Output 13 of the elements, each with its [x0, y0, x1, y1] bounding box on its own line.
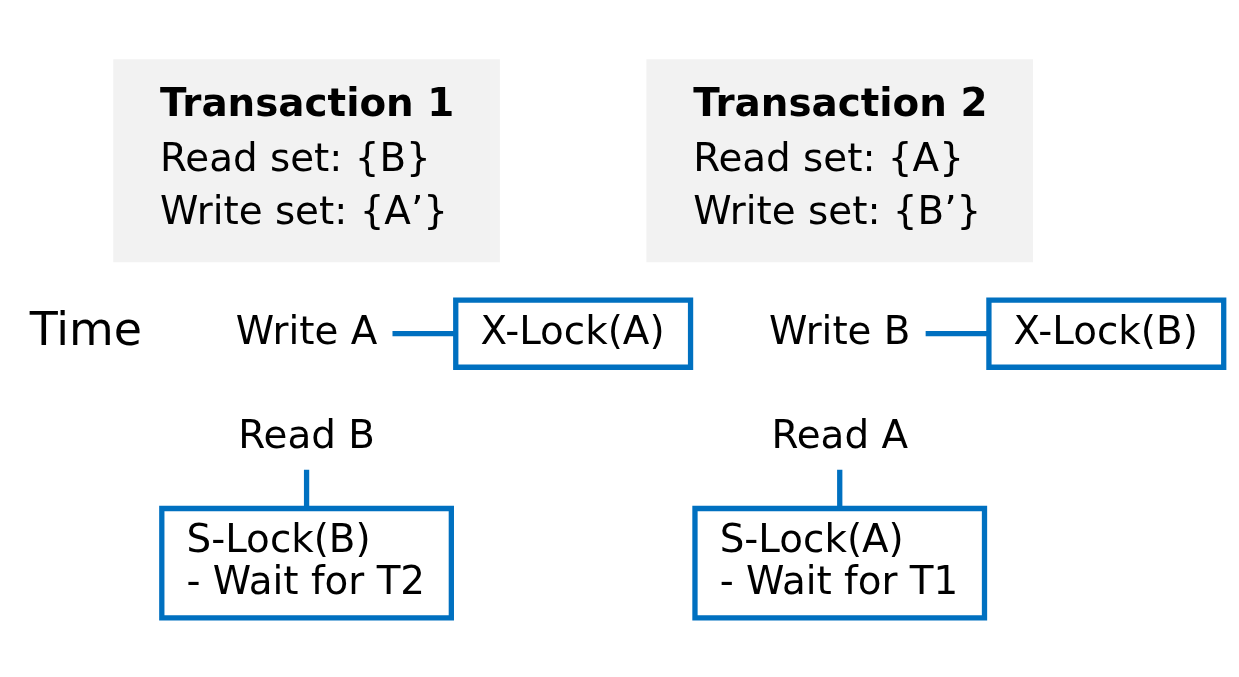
- node-box: S-Lock(A) - Wait for T1: [692, 505, 988, 621]
- node-box: X-Lock(A): [453, 297, 694, 370]
- node-box: X-Lock(B): [986, 297, 1227, 370]
- node-text: Read B: [238, 411, 375, 457]
- connector: [925, 330, 989, 336]
- node-text: Write A: [235, 307, 378, 353]
- node-text: Read A: [771, 411, 908, 457]
- connector: [837, 469, 843, 508]
- node-box: S-Lock(B) - Wait for T2: [159, 505, 454, 621]
- connector: [392, 330, 456, 336]
- connector: [303, 469, 310, 508]
- label: Time: [29, 301, 143, 356]
- node-text: Write B: [768, 307, 911, 353]
